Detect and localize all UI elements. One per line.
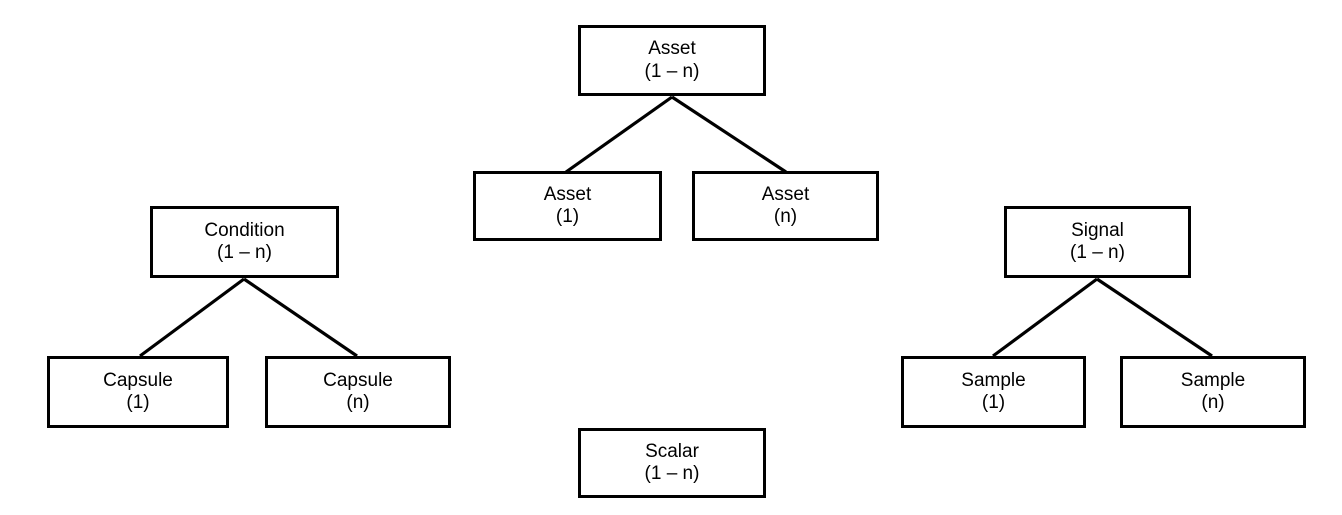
- edge-condition-capsule-n: [243, 277, 358, 358]
- node-asset-root[interactable]: Asset (1 – n): [578, 25, 766, 96]
- node-cardinality: (1): [126, 392, 150, 413]
- node-signal[interactable]: Signal (1 – n): [1004, 206, 1191, 278]
- node-label: Signal: [1071, 219, 1124, 241]
- node-capsule-1[interactable]: Capsule (1): [47, 356, 229, 428]
- edge-asset-root-asset-n: [671, 95, 787, 174]
- edge-signal-sample-n: [1096, 277, 1213, 358]
- node-cardinality: (1): [981, 392, 1006, 413]
- node-label: Capsule: [103, 369, 173, 391]
- node-cardinality: (1 – n): [217, 242, 272, 263]
- node-cardinality: (1 – n): [1070, 242, 1125, 263]
- node-cardinality: (n): [346, 392, 370, 413]
- node-label: Asset: [543, 183, 592, 205]
- node-condition[interactable]: Condition (1 – n): [150, 206, 339, 278]
- node-label: Asset: [648, 38, 696, 60]
- node-cardinality: (1 – n): [644, 463, 700, 484]
- node-label: Asset: [761, 183, 810, 205]
- edge-condition-capsule-1: [139, 277, 245, 358]
- node-cardinality: (n): [773, 206, 798, 227]
- node-sample-1[interactable]: Sample (1): [901, 356, 1086, 428]
- node-label: Sample: [961, 369, 1026, 391]
- node-asset-n[interactable]: Asset (n): [692, 171, 879, 241]
- node-label: Sample: [1180, 369, 1246, 391]
- node-label: Condition: [204, 219, 285, 241]
- node-asset-1[interactable]: Asset (1): [473, 171, 662, 241]
- node-scalar[interactable]: Scalar (1 – n): [578, 428, 766, 498]
- node-sample-n[interactable]: Sample (n): [1120, 356, 1306, 428]
- edge-signal-sample-1: [992, 277, 1098, 358]
- node-capsule-n[interactable]: Capsule (n): [265, 356, 451, 428]
- edge-asset-root-asset-1: [565, 95, 673, 174]
- node-label: Scalar: [645, 440, 699, 462]
- node-cardinality: (n): [1201, 392, 1225, 413]
- node-cardinality: (1): [555, 206, 580, 227]
- node-label: Capsule: [323, 369, 393, 391]
- node-cardinality: (1 – n): [644, 60, 700, 82]
